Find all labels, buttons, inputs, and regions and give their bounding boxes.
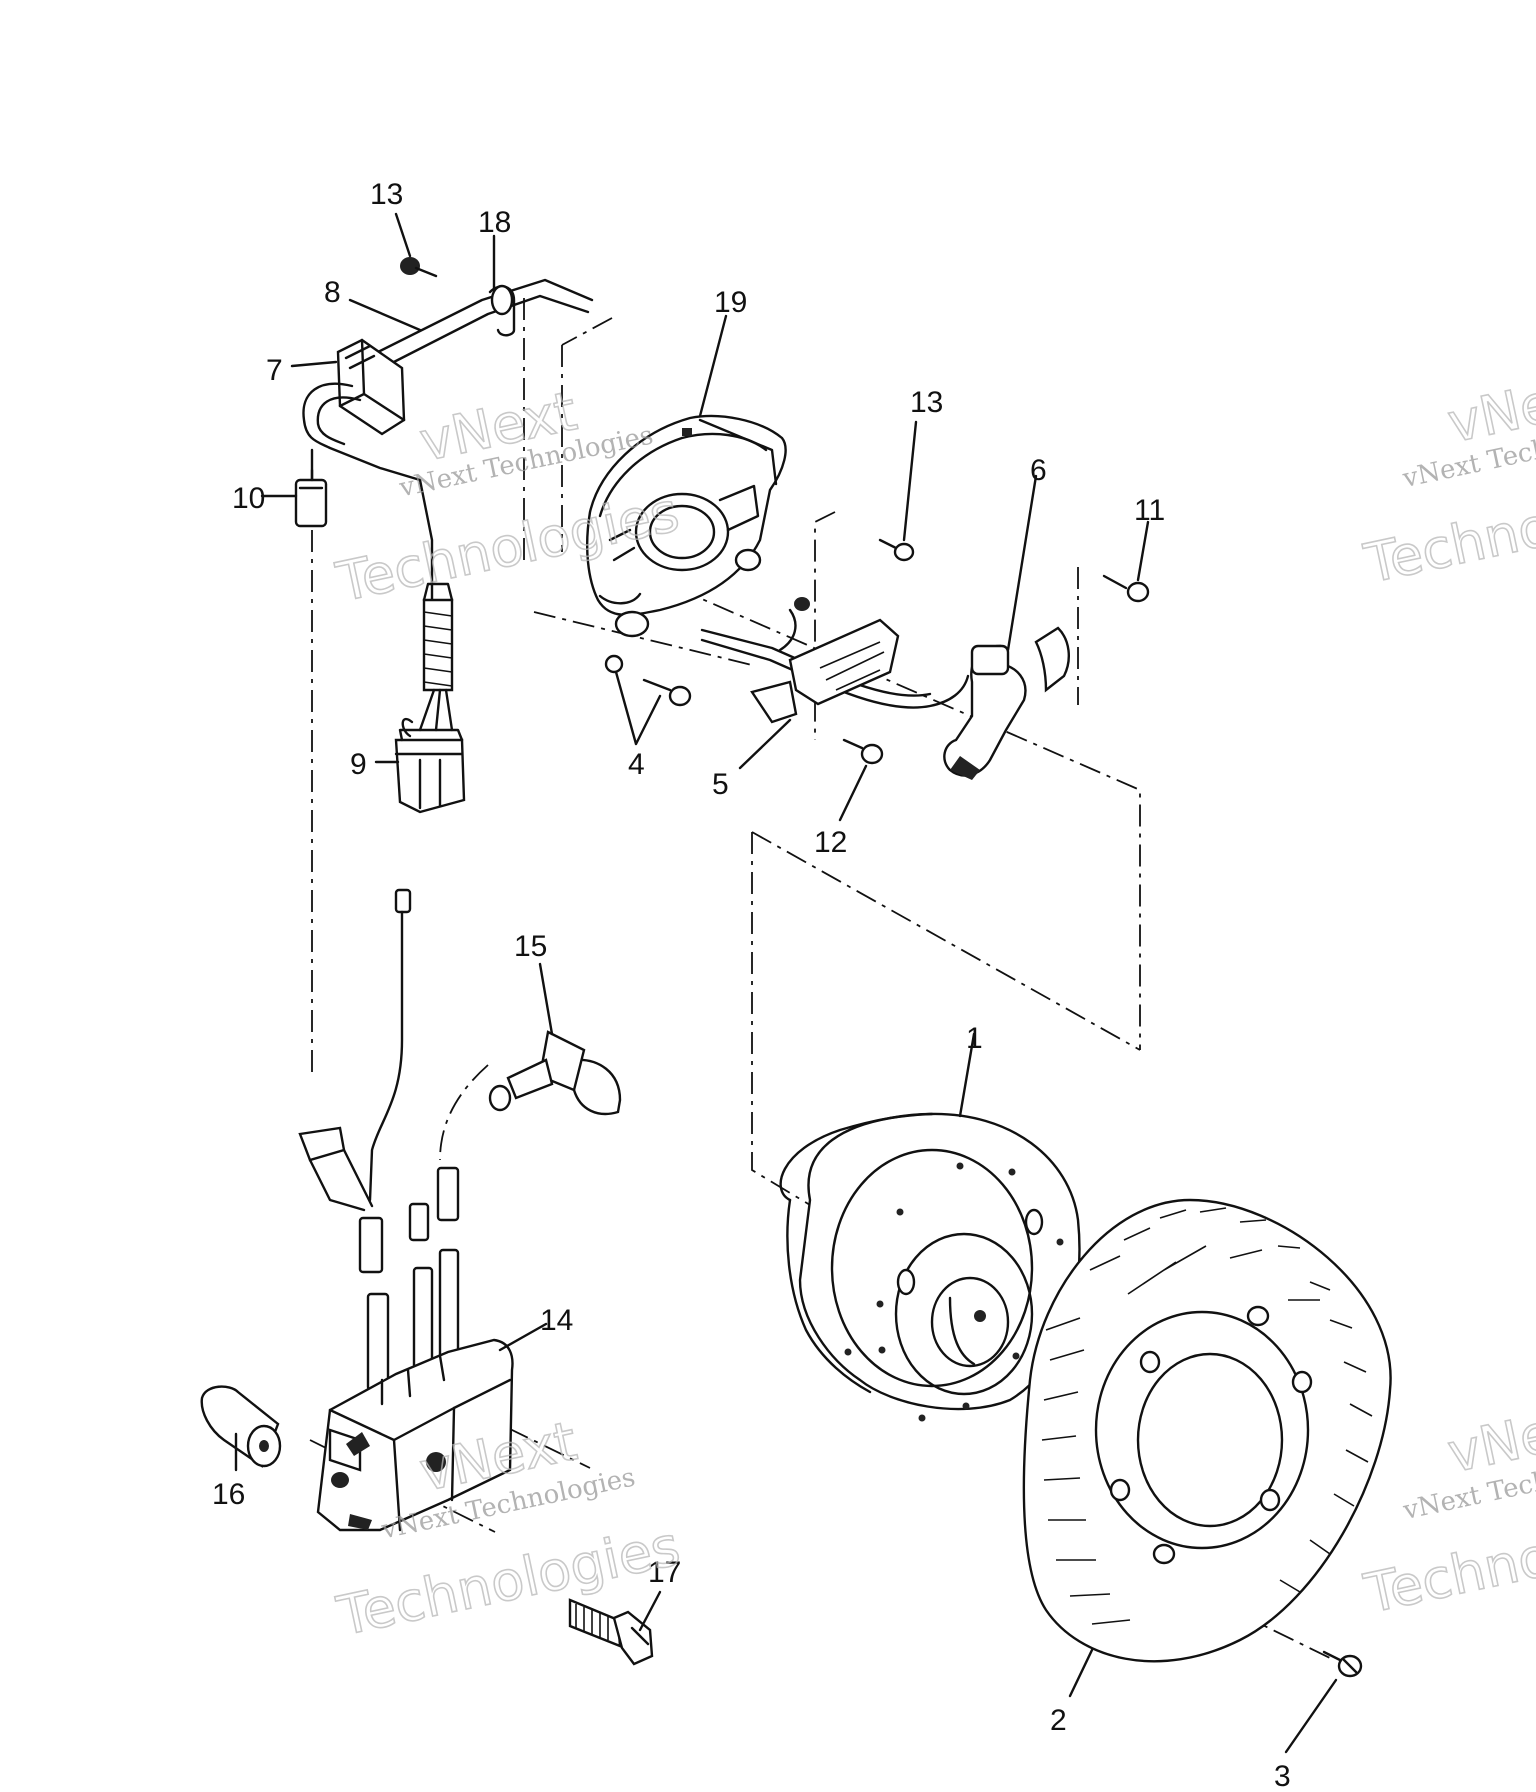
callout-7: 7 [266,354,283,387]
flywheel-holes [844,1162,1064,1422]
ignition-coil-14 [316,1338,514,1532]
callout-15: 15 [514,930,547,963]
callout-6: 6 [1030,454,1047,487]
connector-9 [394,728,466,814]
flywheel-1 [779,1112,1081,1422]
callout-16: 16 [212,1478,245,1511]
fan-2 [1022,1198,1392,1678]
watermark-group-3: vNext vNext Technologies Technologies [1358,360,1536,596]
callout-3: 3 [1274,1760,1291,1792]
assembly-center-lines [309,298,1335,1661]
callout-13-right: 13 [910,386,943,419]
harness-coil [422,582,454,692]
pickup-assembly [604,538,1150,780]
screw-11 [1102,574,1150,603]
callout-13-top: 13 [370,178,403,211]
callout-14: 14 [540,1304,573,1337]
screw-3 [1322,1650,1363,1678]
leader-lines [234,212,1338,1754]
callout-9: 9 [350,748,367,781]
spark-plug-cap-15 [488,1030,622,1116]
callout-2: 2 [1050,1704,1067,1737]
callout-12: 12 [814,826,847,859]
regulator-7 [336,338,406,436]
callout-10: 10 [232,482,265,515]
callout-4: 4 [628,748,645,781]
screw-13-right [878,538,915,562]
bolt-17 [568,1598,654,1666]
screw-13-top [400,257,438,278]
stator-plate-19 [585,414,787,638]
screw-4 [604,654,692,707]
ignition-assembly [200,888,654,1666]
cap-16 [200,1385,282,1468]
callout-11: 11 [1134,494,1165,527]
screw-12 [842,738,884,765]
callout-18: 18 [478,206,511,239]
fan-bolt-holes [1109,1305,1313,1565]
callout-17: 17 [648,1556,681,1589]
callout-1: 1 [966,1022,983,1055]
callout-labels: 13 18 8 7 10 19 13 6 11 9 4 5 12 15 1 14… [212,178,1291,1792]
callout-8: 8 [324,276,341,309]
harness-assembly [294,257,594,814]
fan-blades [1041,1207,1373,1625]
connector-10 [294,468,328,528]
callout-5: 5 [712,768,729,801]
pickup-coil-6 [943,626,1070,780]
callout-19: 19 [714,286,747,319]
